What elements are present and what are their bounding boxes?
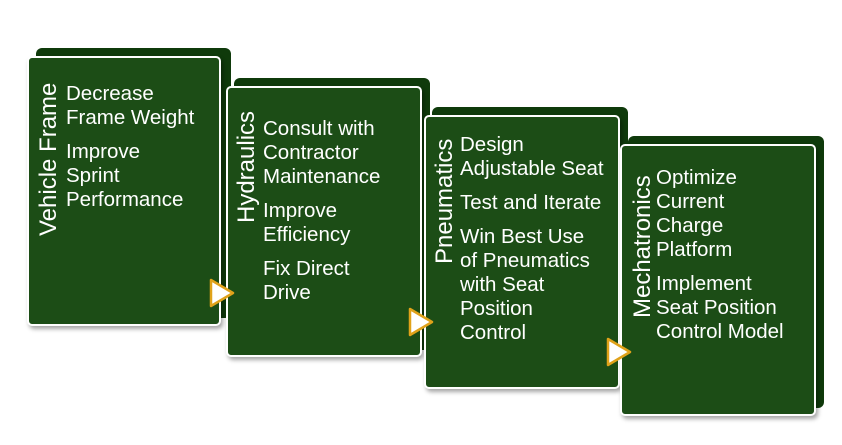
stage-items: Design Adjustable Seat Test and Iterate …: [460, 133, 615, 355]
stage-item: Implement Seat Position Control Model: [656, 272, 784, 343]
stage-title: Mechatronics: [629, 175, 656, 318]
right-triangle-arrow-icon: [209, 278, 235, 308]
stage-item: Improve Sprint Performance: [66, 140, 184, 211]
stage-title: Pneumatics: [431, 138, 458, 264]
stage-item: Design Adjustable Seat: [460, 133, 604, 180]
panel-face: [226, 86, 422, 357]
right-triangle-arrow-icon: [606, 337, 632, 367]
stage-item: Decrease Frame Weight: [66, 82, 195, 129]
panel-face: [424, 115, 620, 389]
stage-items: Consult with Contractor Maintenance Impr…: [263, 117, 413, 315]
panel-face: [27, 56, 221, 326]
stage-item: Improve Efficiency: [263, 199, 351, 246]
stage-item: Optimize Current Charge Platform: [656, 166, 737, 261]
stage-item: Test and Iterate: [460, 191, 602, 214]
stage-title: Hydraulics: [233, 110, 260, 223]
stage-title: Vehicle Frame: [35, 82, 62, 236]
stage-items: Decrease Frame Weight Improve Sprint Per…: [66, 82, 216, 222]
stage-item: Fix Direct Drive: [263, 257, 350, 304]
stage-item: Consult with Contractor Maintenance: [263, 117, 381, 188]
stage-items: Optimize Current Charge Platform Impleme…: [656, 166, 806, 354]
stage-item: Win Best Use of Pneumatics with Seat Pos…: [460, 225, 590, 344]
right-triangle-arrow-icon: [408, 307, 434, 337]
panel-face: [620, 144, 816, 416]
